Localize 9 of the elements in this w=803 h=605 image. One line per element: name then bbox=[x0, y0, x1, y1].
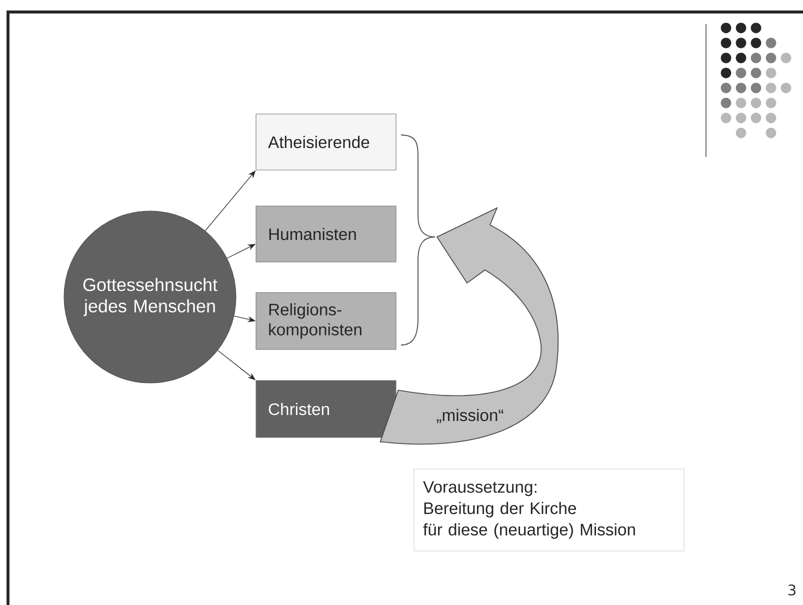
note-box: Voraussetzung: Bereitung der Kirche für diese (neuartige) Mission bbox=[414, 468, 684, 552]
curved-block-arrow bbox=[380, 208, 559, 445]
group-box: Atheisierende bbox=[256, 114, 396, 170]
group-box: Christen bbox=[256, 380, 396, 438]
group-box: Religions- komponisten bbox=[256, 292, 396, 350]
page-number: 3 bbox=[788, 584, 796, 596]
edge-label: „mission“ bbox=[436, 408, 504, 424]
group-box: Humanisten bbox=[256, 206, 396, 262]
circle-node: Gottessehnsucht jedes Menschen bbox=[64, 210, 236, 384]
